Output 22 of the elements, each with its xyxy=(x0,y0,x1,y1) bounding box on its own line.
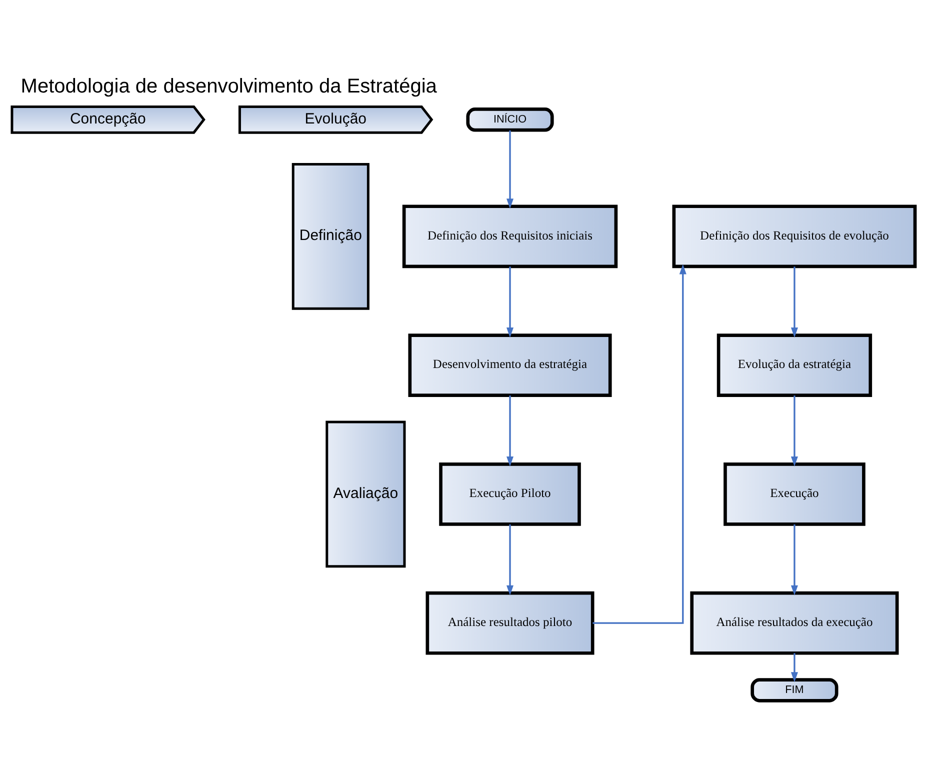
node-box: Desenvolvimento da estratégia xyxy=(408,334,612,397)
node-box: FIM xyxy=(750,678,838,702)
node-box: INÍCIO xyxy=(466,108,554,132)
node-box: Definição dos Requisitos iniciais xyxy=(402,204,618,268)
arrow xyxy=(790,653,798,682)
arrow xyxy=(790,524,798,596)
arrow xyxy=(506,524,514,596)
node-box: Análise resultados da execução xyxy=(690,591,899,655)
arrow xyxy=(506,396,514,466)
node-box: Análise resultados piloto xyxy=(426,591,594,655)
arrow xyxy=(506,130,514,209)
node-box: Execução Piloto xyxy=(439,462,581,526)
node-box: Execução xyxy=(724,462,866,526)
arrow xyxy=(592,264,686,624)
node-box: Evolução da estratégia xyxy=(716,334,872,397)
arrow xyxy=(506,266,514,338)
node-box: Definição dos Requisitos de evolução xyxy=(672,204,917,268)
arrow xyxy=(790,396,798,466)
arrow xyxy=(790,266,798,338)
diagram-title: Metodologia de desenvolvimento da Estratégia xyxy=(20,76,437,98)
node-box: Avaliação xyxy=(326,420,406,568)
node-box: Definição xyxy=(292,163,370,310)
